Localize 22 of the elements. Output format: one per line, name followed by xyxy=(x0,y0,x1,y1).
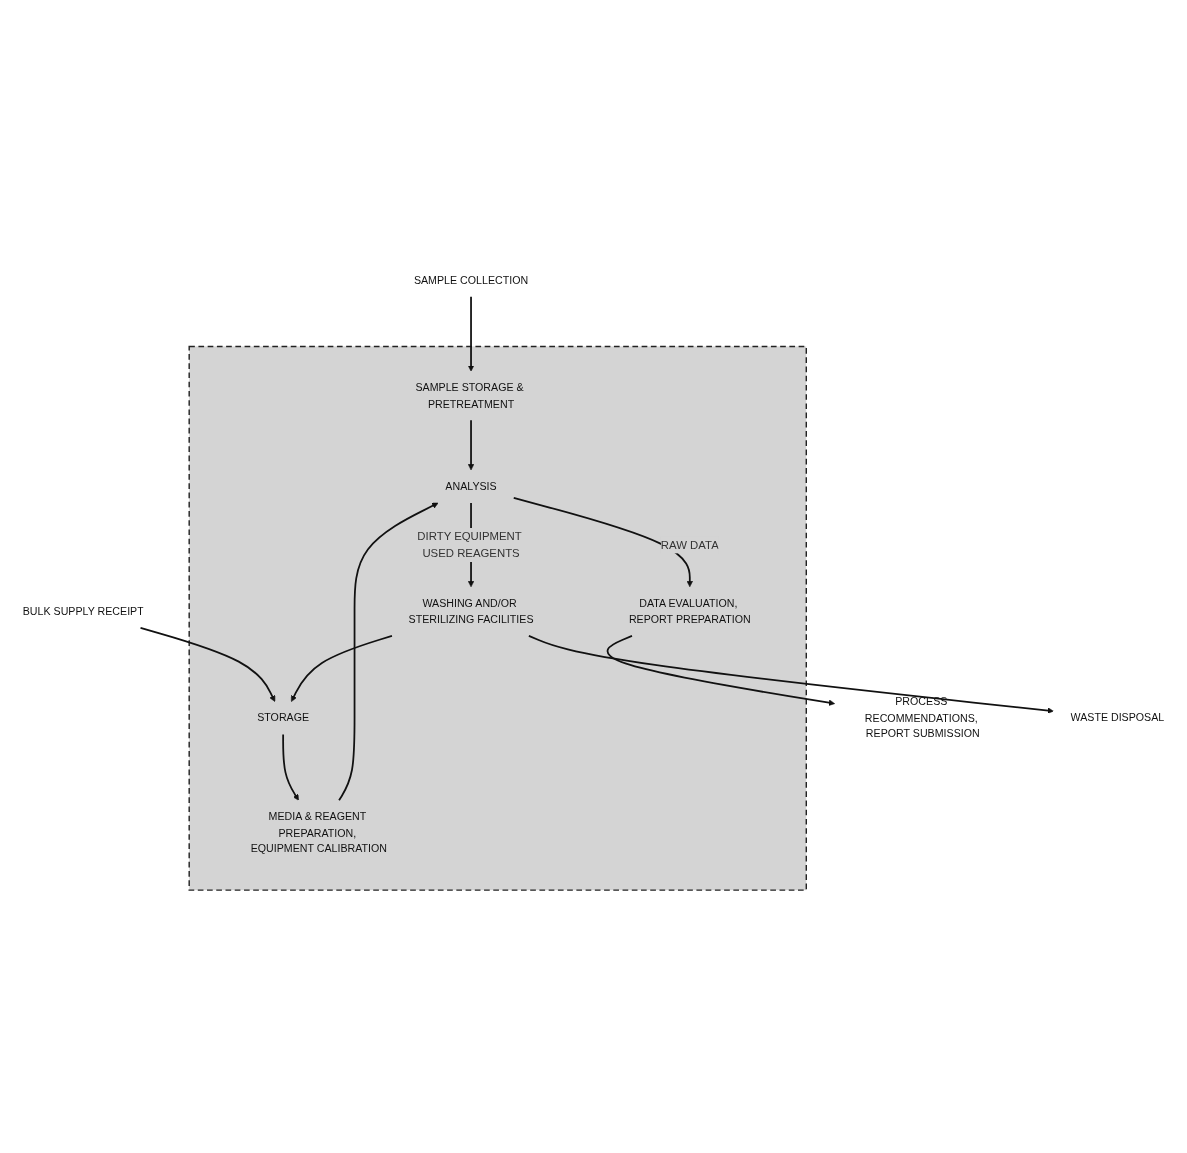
arrow xyxy=(338,502,439,801)
arrow xyxy=(291,634,393,702)
arrow xyxy=(606,634,835,706)
edge-label: DIRTY EQUIPMENT USED REAGENTS xyxy=(417,529,522,559)
arrow xyxy=(282,733,299,801)
node-text: WASTE DISPOSAL xyxy=(1070,711,1165,724)
node-text: STORAGE xyxy=(257,711,310,724)
node-text: WASHING AND/OR STERILIZING FACILITIES xyxy=(408,596,534,625)
arrow xyxy=(467,295,475,372)
cluster xyxy=(188,345,807,891)
node-text: SAMPLE COLLECTION xyxy=(413,273,529,286)
arrow xyxy=(512,496,693,587)
node-text: PROCESS RECOMMENDATIONS, REPORT SUBMISSION xyxy=(864,695,980,740)
arrow xyxy=(139,626,276,702)
node-text: MEDIA & REAGENT PREPARATION, EQUIPMENT CALIBRATION xyxy=(250,809,388,854)
edge-label: RAW DATA xyxy=(660,538,719,551)
arrow xyxy=(527,634,1054,714)
node-text: ANALYSIS xyxy=(445,479,497,492)
node-text: BULK SUPPLY RECEIPT xyxy=(22,604,144,617)
arrow xyxy=(467,419,475,470)
node-text: SAMPLE STORAGE & PRETREATMENT xyxy=(415,380,524,409)
node-text: DATA EVALUATION, REPORT PREPARATION xyxy=(628,596,751,625)
